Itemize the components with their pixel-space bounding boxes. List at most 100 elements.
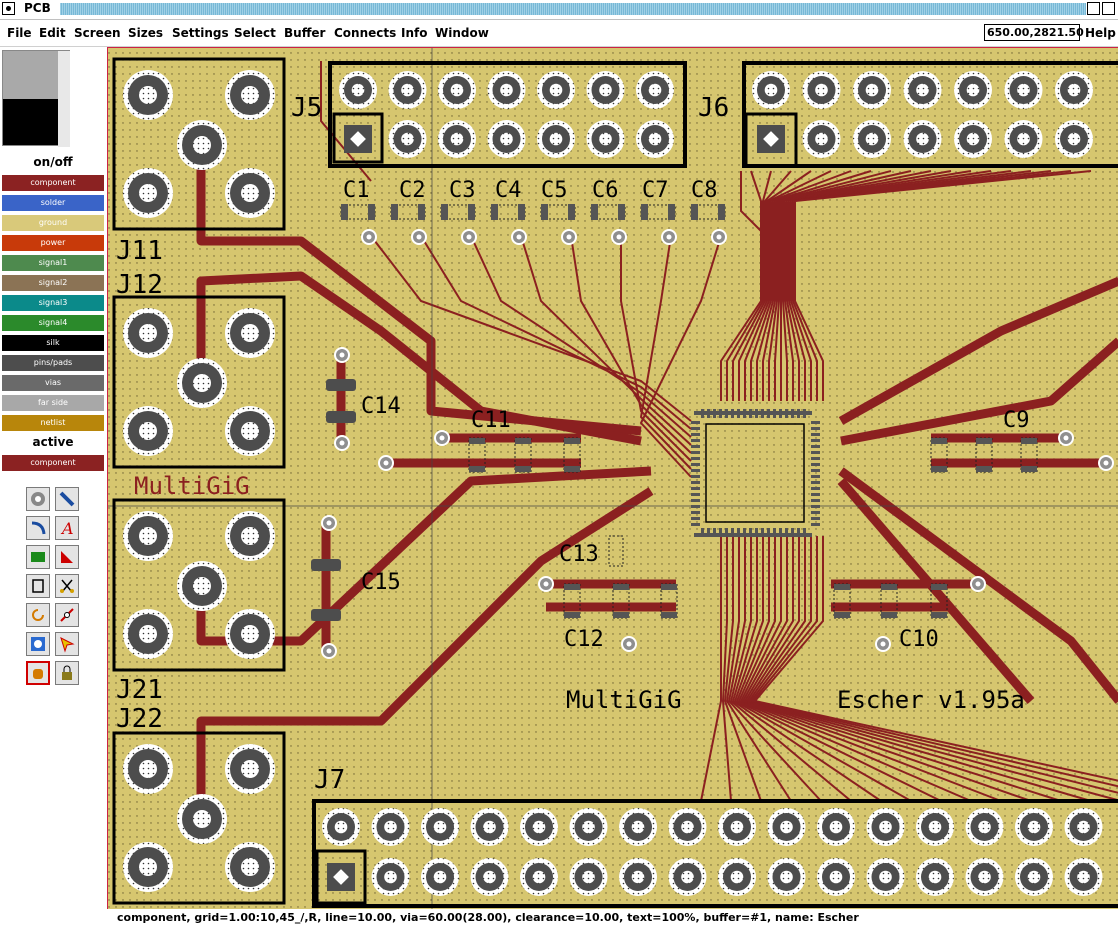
menu-screen[interactable]: Screen	[74, 26, 121, 40]
designator-c13: C13	[559, 542, 599, 567]
capacitor-pad	[311, 559, 341, 571]
menu-bar: File Edit Screen Sizes Settings Select B…	[0, 20, 1118, 47]
thin-traces	[320, 61, 1118, 802]
menu-sizes[interactable]: Sizes	[128, 26, 164, 40]
layer-toggle-pins-pads[interactable]: pins/pads	[2, 355, 104, 373]
connector-outline	[112, 295, 286, 469]
layer-toggle-power[interactable]: power	[2, 235, 104, 253]
menu-window[interactable]: Window	[435, 26, 489, 40]
minimize-button[interactable]	[1087, 2, 1100, 15]
parts-layer	[112, 57, 1118, 908]
arc-tool-icon[interactable]	[26, 516, 50, 540]
layer-toggle-signal4[interactable]: signal4	[2, 315, 104, 333]
designator-j5: J5	[291, 93, 322, 123]
text-tool-icon[interactable]: A	[55, 516, 79, 540]
layer-toggle-vias[interactable]: vias	[2, 375, 104, 393]
menu-edit[interactable]: Edit	[39, 26, 66, 40]
layer-toggle-silk[interactable]: silk	[2, 335, 104, 353]
designator-j12: J12	[116, 270, 163, 300]
ic-pad	[811, 517, 820, 520]
ic-pad	[691, 505, 700, 508]
multigig-silk-text: MultiGiG	[566, 686, 682, 714]
designator-c12: C12	[564, 627, 604, 652]
buffer-tool-icon[interactable]	[26, 574, 50, 598]
polygon-tool-icon[interactable]	[55, 545, 79, 569]
menu-connects[interactable]: Connects	[334, 26, 397, 40]
cut-tool-icon[interactable]	[55, 574, 79, 598]
rotate-tool-icon[interactable]	[26, 603, 50, 627]
title-bar: PCB	[0, 0, 1118, 20]
close-button[interactable]	[1102, 2, 1115, 15]
insert-point-tool-icon[interactable]	[55, 603, 79, 627]
layer-toggle-signal3[interactable]: signal3	[2, 295, 104, 313]
layer-toggle-far-side[interactable]: far side	[2, 395, 104, 413]
status-bar: component, grid=1.00:10,45_/,R, line=10.…	[0, 909, 1118, 928]
layer-toggle-signal2[interactable]: signal2	[2, 275, 104, 293]
lock-tool-icon[interactable]	[55, 661, 79, 685]
ic-pad	[811, 481, 820, 484]
capacitor-pad	[326, 411, 356, 423]
rectangle-tool-icon[interactable]	[26, 545, 50, 569]
ic-pad	[785, 528, 788, 537]
ic-pad	[755, 528, 758, 537]
ic-pad	[719, 528, 722, 537]
title-drag-area[interactable]	[60, 3, 1086, 15]
menu-buffer[interactable]: Buffer	[284, 26, 326, 40]
ic-pad	[701, 528, 704, 537]
ic-pad	[797, 528, 800, 537]
arrow-tool-icon[interactable]	[55, 632, 79, 656]
ic-pad	[691, 433, 700, 436]
ic-pad	[761, 528, 764, 537]
ic-pad	[691, 457, 700, 460]
connector-outline	[112, 498, 286, 672]
designator-c2: C2	[399, 178, 426, 203]
layer-toggle-ground[interactable]: ground	[2, 215, 104, 233]
ic-pad	[811, 499, 820, 502]
designator-c15: C15	[361, 570, 401, 595]
ic-pad	[767, 528, 770, 537]
ic-pad	[691, 493, 700, 496]
active-layer-select[interactable]: component	[2, 455, 104, 473]
menu-settings[interactable]: Settings	[172, 26, 229, 40]
j7-outline	[312, 799, 1118, 908]
thermal-tool-icon[interactable]	[26, 632, 50, 656]
ic-pad	[737, 528, 740, 537]
ic-pad	[803, 528, 806, 537]
window-menu-button[interactable]	[2, 2, 15, 15]
layer-preview	[2, 50, 70, 147]
layer-toggle-netlist[interactable]: netlist	[2, 415, 104, 433]
menu-help[interactable]: Help	[1085, 26, 1116, 40]
menu-info[interactable]: Info	[401, 26, 428, 40]
ic-pad	[811, 439, 820, 442]
menu-file[interactable]: File	[7, 26, 32, 40]
line-tool-icon[interactable]	[55, 487, 79, 511]
layer-toggle-component[interactable]: component	[2, 175, 104, 193]
designator-c8: C8	[691, 178, 718, 203]
layer-toggle-solder[interactable]: solder	[2, 195, 104, 213]
ic-pad	[773, 528, 776, 537]
ic-pad	[713, 528, 716, 537]
ic-pad	[811, 451, 820, 454]
ic-pad	[731, 528, 734, 537]
ic-pad	[749, 528, 752, 537]
via-tool-icon[interactable]	[26, 487, 50, 511]
ic-body	[705, 423, 805, 523]
ic-pad	[811, 427, 820, 430]
capacitor-pad	[311, 609, 341, 621]
designator-c10: C10	[899, 627, 939, 652]
ic-pad	[811, 457, 820, 460]
menu-select[interactable]: Select	[234, 26, 276, 40]
designator-j7: J7	[314, 765, 345, 795]
pan-tool-icon[interactable]	[26, 661, 50, 685]
cursor-coordinates: 650.00,2821.50	[984, 24, 1084, 41]
ic-pad	[725, 528, 728, 537]
layer-toggle-signal1[interactable]: signal1	[2, 255, 104, 273]
designator-c7: C7	[642, 178, 669, 203]
active-label: active	[32, 435, 74, 449]
ic-pad	[691, 499, 700, 502]
window-title: PCB	[24, 1, 51, 15]
